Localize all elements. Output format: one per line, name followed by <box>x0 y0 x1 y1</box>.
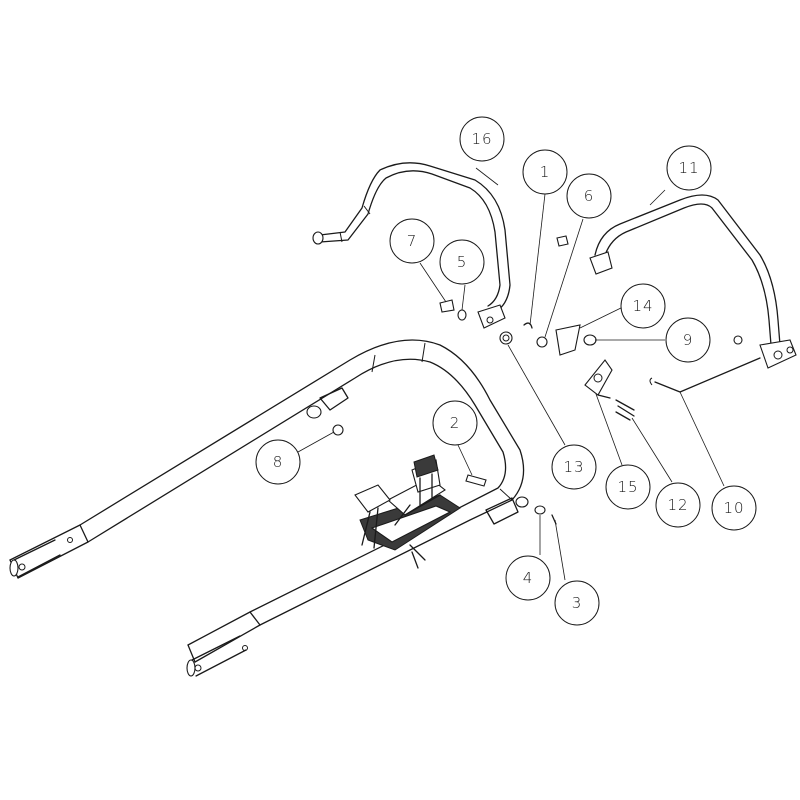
callout-label: 14 <box>632 297 653 315</box>
callout-label: 1 <box>540 163 551 181</box>
callouts: 1 2 3 4 5 6 7 8 <box>255 116 757 626</box>
callout-11: 11 <box>666 145 712 191</box>
callout-label: 15 <box>617 478 638 496</box>
callout-label: 2 <box>450 414 461 432</box>
callout-label: 12 <box>667 496 688 514</box>
upper-bail-11 <box>589 194 797 369</box>
callout-12: 12 <box>655 482 701 528</box>
hardware <box>332 235 743 525</box>
callout-label: 3 <box>572 594 583 612</box>
callout-16: 16 <box>459 116 505 162</box>
callout-4: 4 <box>505 555 551 601</box>
callout-label: 8 <box>273 453 284 471</box>
callout-9: 9 <box>665 317 711 363</box>
rod-10 <box>649 357 761 393</box>
callout-label: 10 <box>723 499 744 517</box>
callout-14: 14 <box>620 283 666 329</box>
main-handle <box>9 339 529 677</box>
callout-10: 10 <box>711 485 757 531</box>
upper-bail-16 <box>312 162 511 329</box>
callout-6: 6 <box>566 173 612 219</box>
callout-label: 7 <box>407 232 418 250</box>
callout-8: 8 <box>255 439 301 485</box>
leader-lines <box>297 167 725 581</box>
callout-label: 5 <box>457 253 468 271</box>
callout-label: 6 <box>584 187 595 205</box>
control-housing <box>354 454 461 569</box>
callout-1: 1 <box>522 149 568 195</box>
callout-13: 13 <box>551 444 597 490</box>
callout-label: 4 <box>523 569 534 587</box>
callout-7: 7 <box>389 218 435 264</box>
callout-label: 13 <box>563 458 584 476</box>
callout-label: 11 <box>678 159 699 177</box>
callout-3: 3 <box>554 580 600 626</box>
callout-label: 16 <box>471 130 492 148</box>
callout-2: 2 <box>432 400 478 446</box>
callout-5: 5 <box>439 239 485 285</box>
callout-15: 15 <box>605 464 651 510</box>
callout-label: 9 <box>683 331 694 349</box>
